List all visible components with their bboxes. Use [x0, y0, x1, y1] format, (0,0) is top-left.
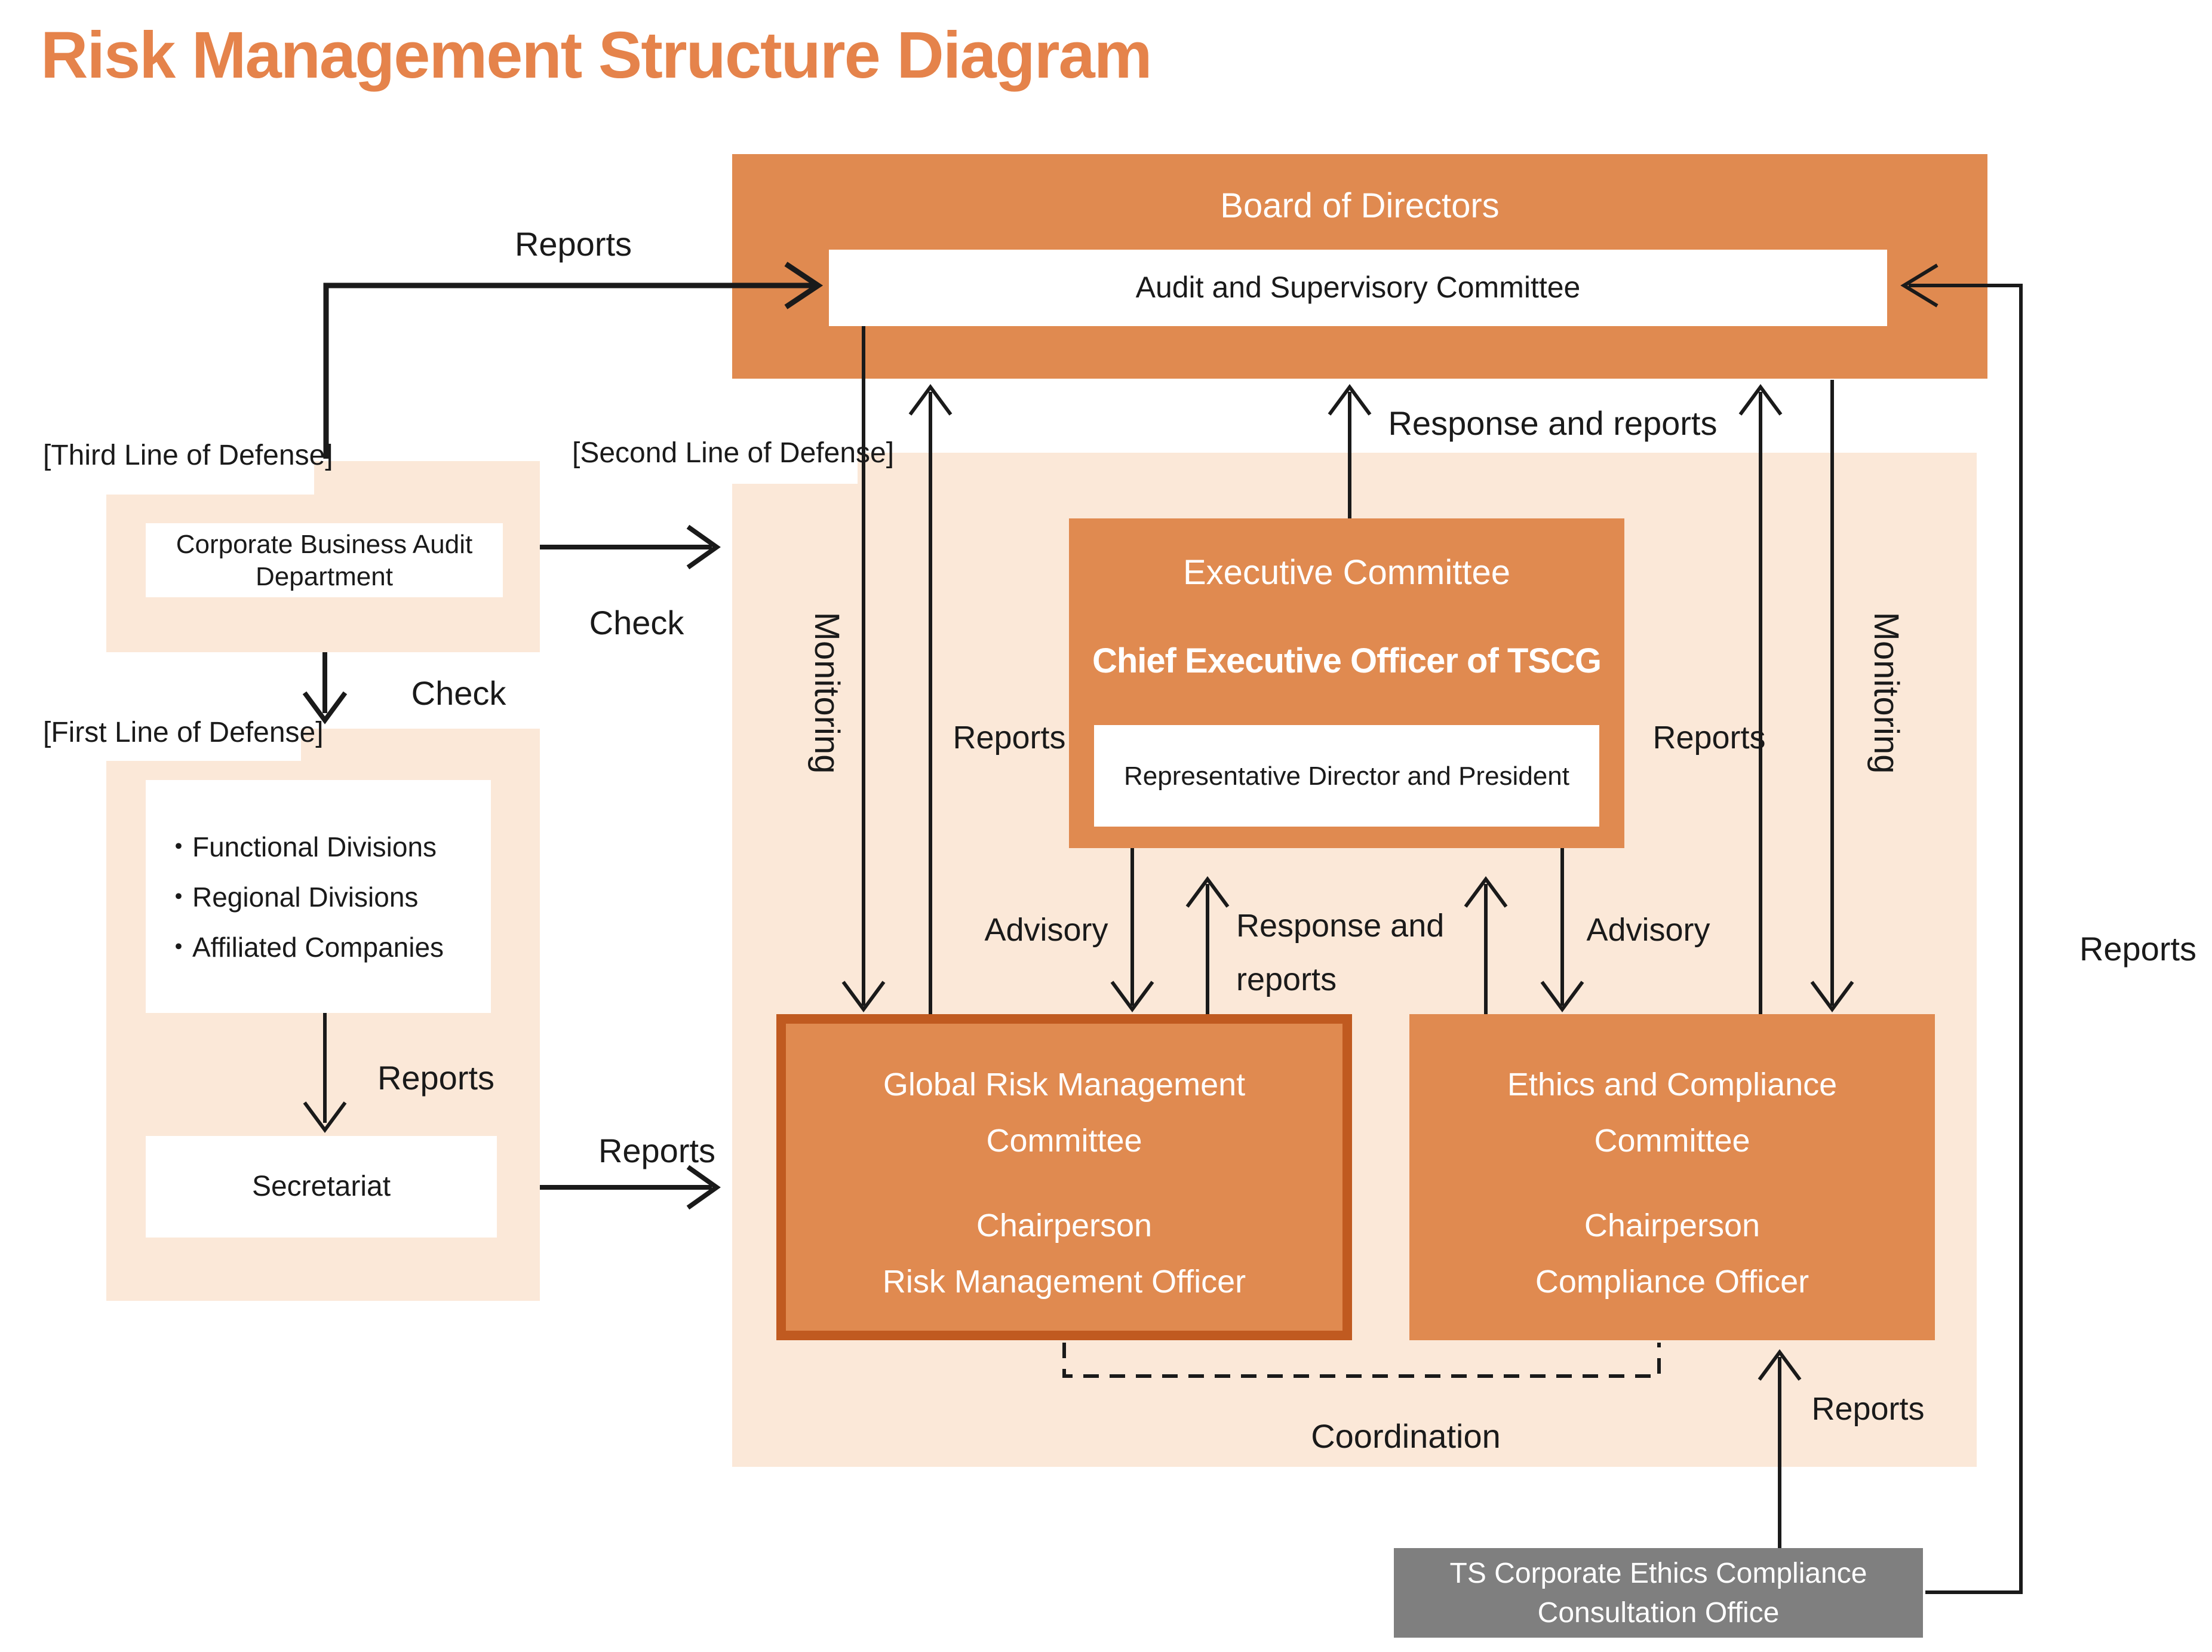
page-title: Risk Management Structure Diagram: [41, 18, 1153, 92]
label-response-mid-line2: reports: [1236, 962, 1337, 997]
audit-supervisory-committee-label: Audit and Supervisory Committee: [1135, 271, 1581, 304]
office-line2: Consultation Office: [1537, 1596, 1780, 1629]
grm-chair-title: Chairperson: [976, 1208, 1153, 1243]
label-monitoring-left: Monitoring: [807, 612, 845, 774]
ethics-chair-role: Compliance Officer: [1535, 1264, 1809, 1300]
label-response-reports-top: Response and reports: [1388, 405, 1718, 442]
dept-line2: Department: [256, 561, 393, 591]
executive-committee-label: Executive Committee: [1183, 554, 1510, 592]
ceo-label: Chief Executive Officer of TSCG: [1092, 643, 1602, 681]
corporate-business-audit-dept-box: Corporate Business Audit Department: [146, 523, 503, 597]
first-line-container-tab: [301, 729, 540, 763]
third-line-label: [Third Line of Defense]: [43, 440, 333, 472]
dept-line1: Corporate Business Audit: [176, 529, 473, 559]
division-item: ・Affiliated Companies: [165, 931, 444, 962]
representative-director-label: Representative Director and President: [1124, 760, 1569, 790]
label-reports-exec-right: Reports: [1652, 720, 1766, 756]
label-monitoring-right: Monitoring: [1866, 612, 1904, 774]
board-of-directors-box: Board of Directors Audit and Supervisory…: [732, 154, 1987, 379]
label-reports-divisions: Reports: [377, 1060, 495, 1097]
label-check-to-first: Check: [411, 675, 506, 712]
representative-director-box: Representative Director and President: [1094, 725, 1599, 827]
ethics-chair-title: Chairperson: [1584, 1208, 1761, 1243]
arrow-reports-secretariat-to-second: [540, 1165, 721, 1210]
third-line-container-tab: [314, 461, 540, 497]
label-reports-office: Reports: [1811, 1391, 1925, 1427]
executive-committee-box: Executive Committee Chief Executive Offi…: [1069, 518, 1624, 848]
board-of-directors-label: Board of Directors: [1220, 188, 1500, 226]
ethics-compliance-committee-box: Ethics and Compliance Committee Chairper…: [1409, 1014, 1935, 1340]
label-response-reports-mid: Response and reports: [1236, 899, 1444, 1007]
label-reports-exec-left: Reports: [953, 720, 1066, 756]
consultation-office-box: TS Corporate Ethics Compliance Consultat…: [1394, 1548, 1923, 1638]
secretariat-box: Secretariat: [146, 1136, 497, 1238]
label-check-to-second: Check: [589, 604, 684, 641]
label-response-mid-line1: Response and: [1236, 908, 1445, 944]
label-coordination: Coordination: [1311, 1418, 1501, 1455]
label-advisory-right: Advisory: [1586, 912, 1710, 948]
grm-name-line2: Committee: [986, 1123, 1142, 1159]
division-item: ・Functional Divisions: [165, 831, 437, 862]
second-line-container-tab: [858, 453, 1977, 486]
division-item: ・Regional Divisions: [165, 881, 419, 912]
label-advisory-left: Advisory: [984, 912, 1108, 948]
global-risk-management-committee-box: Global Risk Management Committee Chairpe…: [776, 1014, 1352, 1340]
office-line1: TS Corporate Ethics Compliance: [1449, 1557, 1867, 1589]
divisions-box: ・Functional Divisions ・Regional Division…: [146, 780, 491, 1013]
label-reports-far-right: Reports: [2079, 931, 2197, 968]
ethics-name-line1: Ethics and Compliance: [1507, 1067, 1838, 1103]
ethics-name-line2: Committee: [1594, 1123, 1750, 1159]
arrow-check-to-first: [302, 652, 348, 724]
second-line-label: [Second Line of Defense]: [572, 437, 895, 469]
label-reports-to-audit: Reports: [514, 226, 632, 263]
first-line-label: [First Line of Defense]: [43, 717, 324, 749]
label-reports-secretariat: Reports: [598, 1132, 716, 1169]
grm-name-line1: Global Risk Management: [883, 1067, 1246, 1103]
secretariat-label: Secretariat: [251, 1170, 391, 1202]
audit-supervisory-committee-box: Audit and Supervisory Committee: [829, 250, 1887, 326]
grm-chair-role: Risk Management Officer: [882, 1264, 1246, 1300]
arrow-check-to-second: [540, 524, 721, 570]
